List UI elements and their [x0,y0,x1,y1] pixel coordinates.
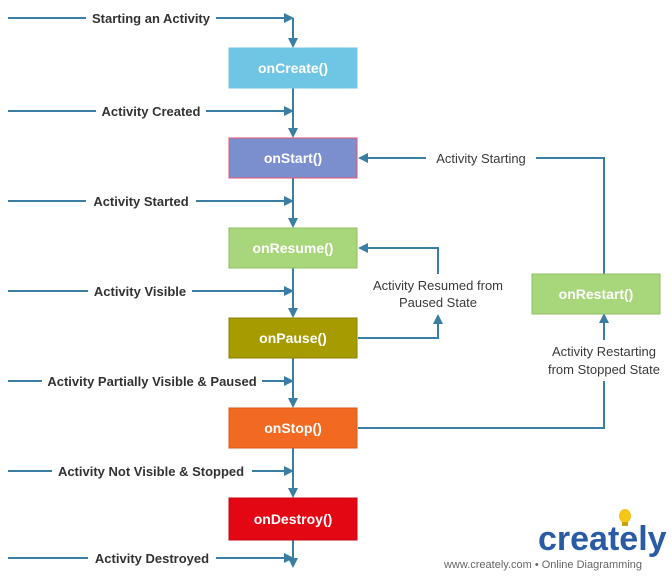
edge-label-starting-activity: Starting an Activity [92,11,211,26]
node-onpause[interactable]: onPause() [228,317,358,359]
node-ondestroy-box [228,497,358,541]
node-onresume[interactable]: onResume() [228,227,358,269]
node-oncreate-label: onCreate() [258,60,328,76]
creately-logo-text: creately [538,520,667,558]
node-onpause-box [228,317,358,359]
edge-onrestart-up [536,157,605,274]
creately-tagline: www.creately.com • Online Diagramming [443,559,642,571]
edge-label-activity-created: Activity Created [102,104,201,119]
node-onrestart-label: onRestart() [559,286,634,302]
node-ondestroy-label: onDestroy() [254,511,333,527]
edge-label-partially-visible-paused: Activity Partially Visible & Paused [47,374,256,389]
edge-label-activity-destroyed: Activity Destroyed [95,551,209,566]
node-onstop-box [228,407,358,449]
node-onstop-label: onStop() [264,420,322,436]
node-onstop[interactable]: onStop() [228,407,358,449]
edge-label-resumed-line1: Activity Resumed from [373,278,503,293]
node-onrestart-box [531,273,661,315]
node-onstart-box [228,137,358,179]
edge-label-activity-started: Activity Started [93,194,188,209]
edge-resume-loop-top [358,243,439,274]
edge-label-restarting-line2: from Stopped State [548,362,660,377]
edge-onstop-to-onrestart [358,381,605,429]
edge-label-activity-visible: Activity Visible [94,284,186,299]
node-oncreate[interactable]: onCreate() [228,47,358,89]
node-onpause-label: onPause() [259,330,327,346]
node-onresume-box [228,227,358,269]
edge-label-activity-starting: Activity Starting [436,151,526,166]
creately-logo: creately [538,509,667,558]
node-oncreate-box [228,47,358,89]
edge-label-not-visible-stopped: Activity Not Visible & Stopped [58,464,244,479]
lightbulb-icon [619,509,631,526]
node-onrestart[interactable]: onRestart() [531,273,661,315]
node-onstart-label: onStart() [264,150,322,166]
node-onstart[interactable]: onStart() [228,137,358,179]
node-onresume-label: onResume() [253,240,334,256]
edge-onpause-to-resume-loop [358,314,443,339]
edge-label-restarting-line1: Activity Restarting [552,344,656,359]
node-ondestroy[interactable]: onDestroy() [228,497,358,541]
edge-label-resumed-line2: Paused State [399,295,477,310]
